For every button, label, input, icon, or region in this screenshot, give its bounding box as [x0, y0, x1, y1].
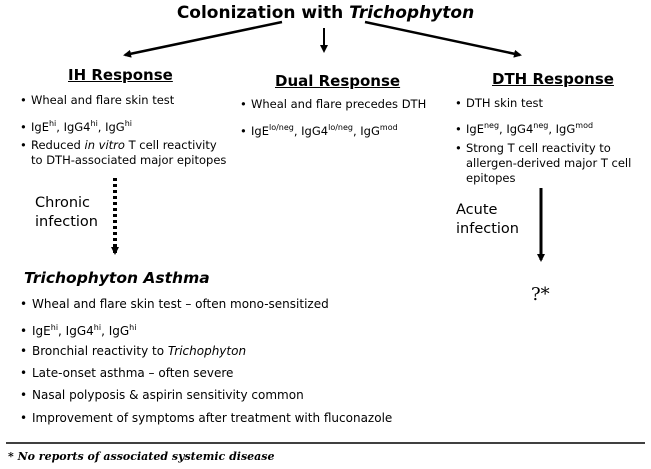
asthma-heading: Trichophyton Asthma	[24, 269, 210, 287]
dth-heading: DTH Response	[492, 70, 614, 88]
asthma-bullet-2: •IgEhi, IgG4hi, IgGhi	[20, 323, 137, 338]
asthma-bullet-3: •Bronchial reactivity to Trichophyton	[20, 344, 247, 358]
dth-bullet-2: •IgEneg, IgG4neg, IgGmod	[455, 121, 594, 136]
title-organism: Trichophyton	[349, 3, 475, 23]
dual-heading: Dual Response	[275, 72, 401, 90]
dual-bullet-2: •IgElo/neg, IgG4lo/neg, IgGmod	[240, 123, 398, 138]
diagram-title: Colonization with Trichophyton	[0, 3, 651, 23]
ih-bullet-1: •Wheal and flare skin test	[20, 93, 175, 107]
dual-bullet-1: •Wheal and flare precedes DTH	[240, 97, 427, 111]
asthma-bullet-1: •Wheal and flare skin test – often mono-…	[20, 297, 329, 311]
asthma-bullet-4: •Late-onset asthma – often severe	[20, 366, 234, 380]
asthma-bullet-6: •Improvement of symptoms after treatment…	[20, 411, 393, 425]
unknown-outcome: ?*	[531, 284, 550, 305]
asthma-bullet-5: •Nasal polyposis & aspirin sensitivity c…	[20, 388, 304, 402]
arrow-to-dth	[364, 20, 522, 58]
ih-heading: IH Response	[68, 66, 173, 84]
arrow-to-ih	[123, 20, 283, 58]
dth-bullet-1: •DTH skin test	[455, 96, 544, 110]
ih-bullet-2: •IgEhi, IgG4hi, IgGhi	[20, 119, 133, 134]
footnote: * No reports of associated systemic dise…	[8, 450, 275, 463]
title-text: Colonization with	[176, 3, 350, 23]
